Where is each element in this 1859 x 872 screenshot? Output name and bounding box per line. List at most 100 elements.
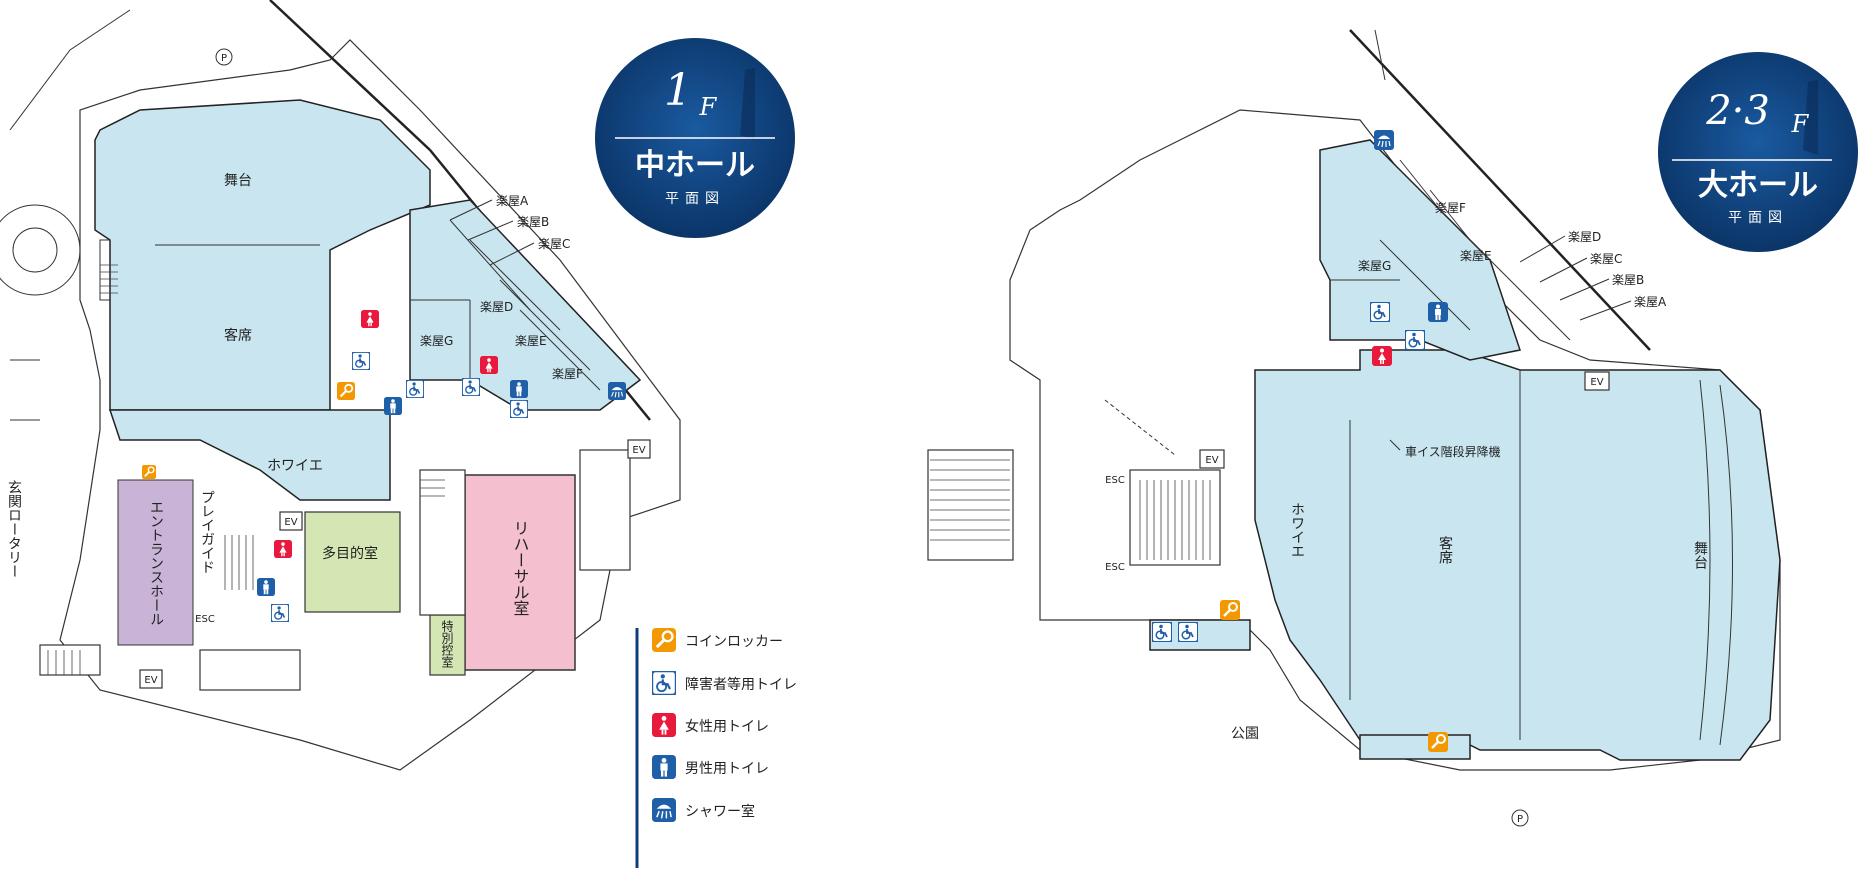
accessible-toilet-icon [462,378,480,396]
badge-hall-name-1f: 中ホール [635,148,755,183]
dressing-d-label-23f: 楽屋D [1568,230,1601,244]
ev-box-1f-c [627,439,651,459]
side-wall [99,239,110,301]
accessible-toilet-icon [1178,622,1198,642]
diagonal-wall-23f [1349,29,1651,351]
coin-locker-icon [652,628,676,652]
mens-toilet-icon [384,397,402,415]
accessible-toilet-icon [510,400,528,418]
play-guide-label: プレイガイド [199,490,215,574]
womens-toilet-icon [361,310,379,328]
accessible-toilet-icon [1370,302,1390,322]
legend-item-coin-locker: コインロッカー [652,628,783,652]
floor-badge-1f: 1 F 中ホール 平面図 [595,38,795,238]
dressing-wall [469,239,561,331]
rehearsal-label: リハーサル室 [511,520,530,616]
foyer-label-23f: ホワイエ [1289,502,1305,558]
entrance-hall-label: エントランスホール [148,500,164,626]
dressing-b-label-23f: 楽屋B [1612,273,1644,287]
park-label: 公園 [1231,726,1259,742]
womens-toilet-icon [652,713,676,737]
dressing-e-label-23f: 楽屋E [1460,249,1492,263]
stage-curve [1719,384,1733,746]
seats-label-23f: 客席 [1437,535,1453,564]
womens-toilet-icon [274,540,292,558]
coin-locker-icon [337,382,355,400]
ev-box-1f [279,511,303,531]
site-line [9,9,131,131]
esc-label-1f: ESC [195,614,215,625]
badge-caption-1f: 平面図 [665,191,725,207]
stairs-block-23f [930,459,1010,541]
ev-box-23f [1199,449,1225,469]
ev-box-23f-b [1584,371,1610,391]
leader-lines-23f [1519,235,1632,321]
leader-lines [449,199,535,266]
dressing-g-label-1f: 楽屋G [420,334,453,348]
dressing-wall [499,279,591,371]
dressing-c-label-1f: 楽屋C [538,237,570,251]
esc-label-23f: ESC [1105,475,1125,486]
badge-floor-suffix-23f: F [1791,110,1810,138]
coin-locker-icon [1428,732,1448,752]
shower-icon [1374,130,1394,150]
rotary-circle-outer [0,204,81,296]
ev-label-23f-b: EV [1590,377,1603,388]
accessible-toilet-icon [652,671,676,695]
wheelchair-lift-label: 車イス階段昇降機 [1405,444,1501,459]
badge-floor-suffix-1f: F [699,93,718,121]
corridor-room [419,469,466,616]
badge-floor-number-23f: 2·3 [1705,88,1770,134]
floor-badge-23f: 2·3 F 大ホール 平面図 [1658,52,1858,252]
shower-icon [608,382,626,400]
multipurpose-label: 多目的室 [322,545,378,562]
stage-curve [1699,379,1711,741]
dressing-wall [519,309,601,391]
seats-label-1f: 客席 [224,327,252,344]
coin-locker-icon [142,465,156,479]
legend-item-mens-toilet: 男性用トイレ [652,755,769,779]
site-line [1374,29,1386,81]
badge-caption-23f: 平面図 [1728,210,1788,226]
accessible-toilet-icon [1152,622,1172,642]
floor-23-map: 舞台 客席 ホワイエ 車イス階段昇降機 楽屋F 楽屋E 楽屋G 楽屋D 楽屋C … [927,29,1858,827]
ev-label-1f: EV [284,517,297,528]
dressing-e-label-1f: 楽屋E [515,334,547,348]
accessible-toilet-icon [1405,330,1425,350]
dressing-g-label-23f: 楽屋G [1358,259,1391,273]
legend-item-accessible-toilet: 障害者等用トイレ [652,671,797,695]
legend-label: コインロッカー [685,634,783,650]
leader-line [1389,439,1401,451]
special-waiting-room [429,614,466,676]
ev-box-1f-b [139,669,163,689]
ev-label-1f-c: EV [632,445,645,456]
mens-toilet-icon [510,380,528,398]
rehearsal-room [464,474,576,671]
mens-toilet-icon [1428,302,1448,322]
dressing-a-label-23f: 楽屋A [1634,295,1667,309]
stairs-1f [39,264,445,675]
esc-label-23f-b: ESC [1105,562,1125,573]
stage-seats-area-1f [94,99,431,411]
womens-toilet-icon [480,356,498,374]
badge-hall-name-23f: 大ホール [1698,168,1818,203]
ev-label-23f: EV [1205,455,1218,466]
legend-item-shower: シャワー室 [652,798,755,822]
side-room [579,449,631,571]
foyer-area-1f [108,409,391,501]
floor-1-map: 舞台 客席 ホワイエ 楽屋A 楽屋B 楽屋C 楽屋D 楽屋E 楽屋F 楽屋G 多… [0,0,795,771]
dressing-f-label-1f: 楽屋F [552,367,583,381]
coin-locker-icon [1220,600,1240,620]
site-line [10,359,40,421]
front-rotary-label: 玄関ロータリー [6,479,22,578]
womens-toilet-icon [1372,346,1392,366]
parking-label-1f: P [221,53,227,64]
stair-room [39,644,101,676]
parking-label-23f: P [1517,814,1523,825]
entrance-hall-room [117,479,194,646]
mens-toilet-icon [652,755,676,779]
legend-item-womens-toilet: 女性用トイレ [652,713,769,737]
legend-label: 男性用トイレ [685,761,769,777]
dashed-line [1104,399,1176,456]
